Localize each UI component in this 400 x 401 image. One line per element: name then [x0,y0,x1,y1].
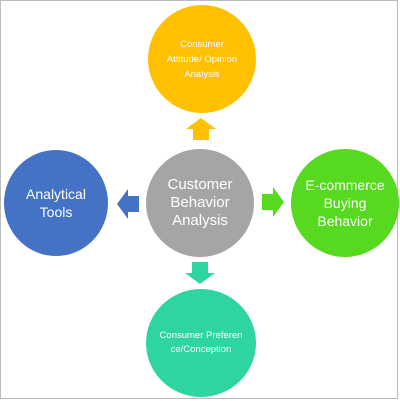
node-consumer-attitude: Consumer Attitude/ Opinion Analysis [148,5,256,113]
node-consumer-preference: Consumer Preference/Conception [146,289,256,397]
arrow-left-shape [117,189,139,219]
node-ecommerce-buying-behavior-label: E-commerce Buying Behavior [305,177,385,229]
arrow-right-shape [262,187,284,217]
arrow-down-shape [185,262,215,284]
arrow-right-icon [262,187,284,217]
arrow-down-icon [185,262,215,284]
node-customer-behavior-analysis-label: Customer Behavior Analysis [167,176,233,229]
arrow-left-icon [117,189,139,219]
node-customer-behavior-analysis: Customer Behavior Analysis [146,149,254,257]
arrow-up-icon [186,118,216,140]
node-analytical-tools-label: Analytical Tools [26,186,86,220]
node-consumer-preference-label: Consumer Preference/Conception [159,330,243,355]
node-analytical-tools: Analytical Tools [4,150,108,256]
node-ecommerce-buying-behavior: E-commerce Buying Behavior [291,149,399,257]
arrow-up-shape [186,118,216,140]
node-consumer-attitude-label: Consumer Attitude/ Opinion Analysis [166,38,238,80]
